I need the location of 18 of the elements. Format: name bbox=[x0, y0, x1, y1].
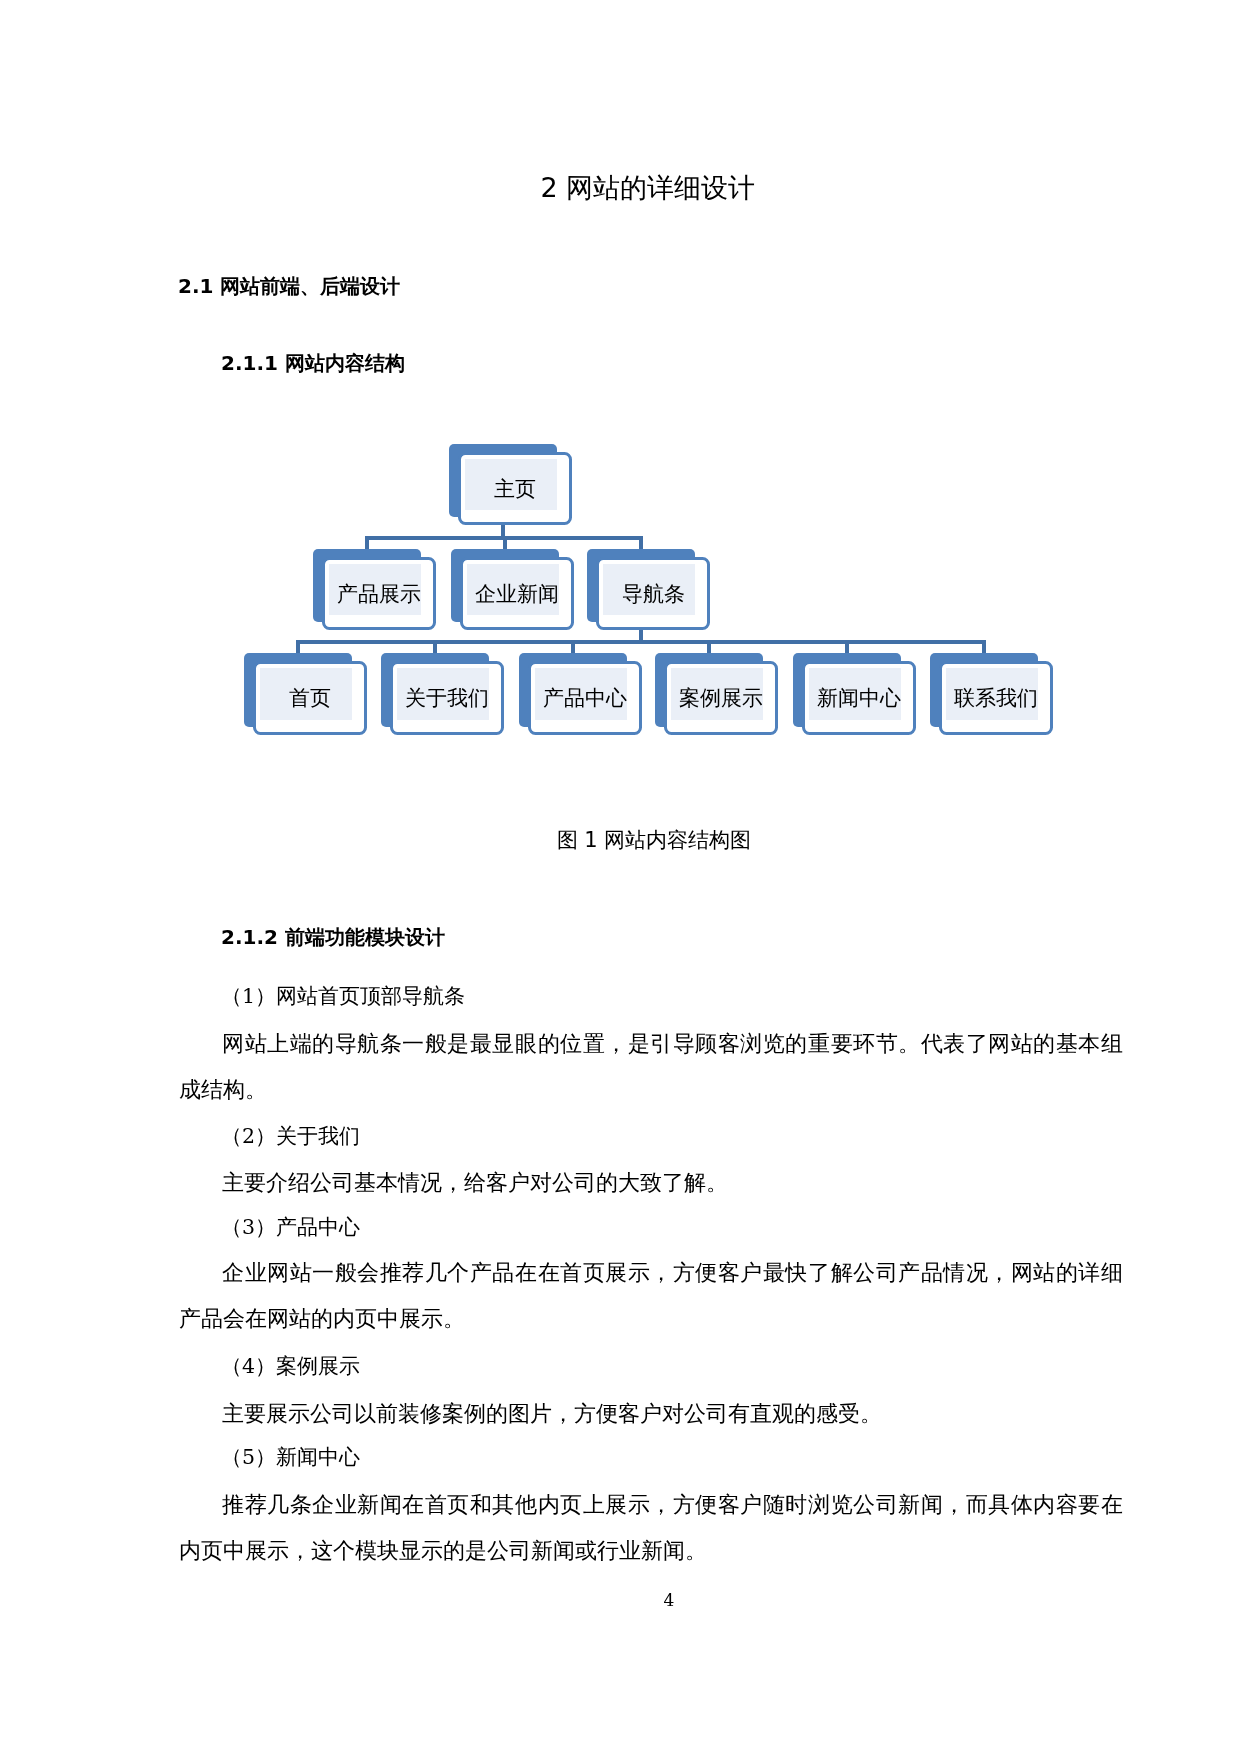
item-heading: （3）产品中心 bbox=[221, 1215, 361, 1240]
page-number: 4 bbox=[662, 1590, 676, 1611]
body-paragraph: 主要展示公司以前装修案例的图片，方便客户对公司有直观的感受。 bbox=[221, 1400, 883, 1428]
section-heading: 2.1.1 网站内容结构 bbox=[221, 351, 405, 375]
section-heading: 2.1 网站前端、后端设计 bbox=[178, 274, 401, 298]
body-paragraph: 企业网站一般会推荐几个产品在在首页展示，方便客户最快了解公司产品情况，网站的详细产品会在网站的内页中展示。 bbox=[179, 1259, 1123, 1333]
body-paragraph: 推荐几条企业新闻在首页和其他内页上展示，方便客户随时浏览公司新闻，而具体内容要在内页中展示，这个模块显示的是公司新闻或行业新闻。 bbox=[179, 1491, 1123, 1565]
item-heading: （2）关于我们 bbox=[221, 1124, 361, 1149]
body-paragraph: 网站上端的导航条一般是最显眼的位置，是引导顾客浏览的重要环节。代表了网站的基本组成结构。 bbox=[179, 1030, 1123, 1104]
connector-line bbox=[639, 630, 986, 653]
connector-line bbox=[501, 525, 643, 549]
page-title: 2 网站的详细设计 bbox=[539, 172, 757, 205]
item-heading: （1）网站首页顶部导航条 bbox=[221, 984, 466, 1009]
item-heading: （4）案例展示 bbox=[221, 1354, 361, 1379]
item-heading: （5）新闻中心 bbox=[221, 1445, 361, 1470]
section-heading: 2.1.2 前端功能模块设计 bbox=[221, 925, 445, 949]
body-paragraph: 主要介绍公司基本情况，给客户对公司的大致了解。 bbox=[221, 1169, 729, 1197]
figure-caption: 图 1 网站内容结构图 bbox=[555, 828, 753, 854]
